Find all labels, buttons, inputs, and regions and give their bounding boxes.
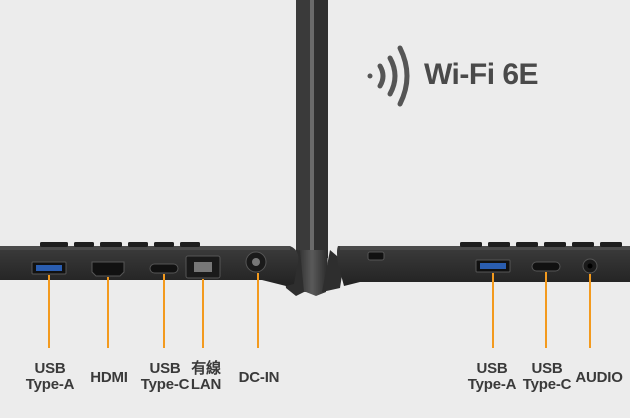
left-chassis [0,242,299,286]
label-usb-type-c-right: USB Type-C [522,360,572,393]
label-audio: AUDIO [575,369,623,386]
wifi-signal-icon [367,45,410,107]
wifi-6e-label: Wi-Fi 6E [424,58,539,91]
callout-lines [48,272,591,348]
label-usb-type-c-left: USB Type-C [140,360,190,393]
right-chassis [337,242,630,286]
label-lan: 有線 LAN [190,360,222,393]
label-usb-type-a-left: USB Type-A [25,360,75,393]
label-hdmi: HDMI [90,369,128,386]
label-dc-in: DC-IN [238,369,280,386]
label-usb-type-a-right: USB Type-A [467,360,517,393]
